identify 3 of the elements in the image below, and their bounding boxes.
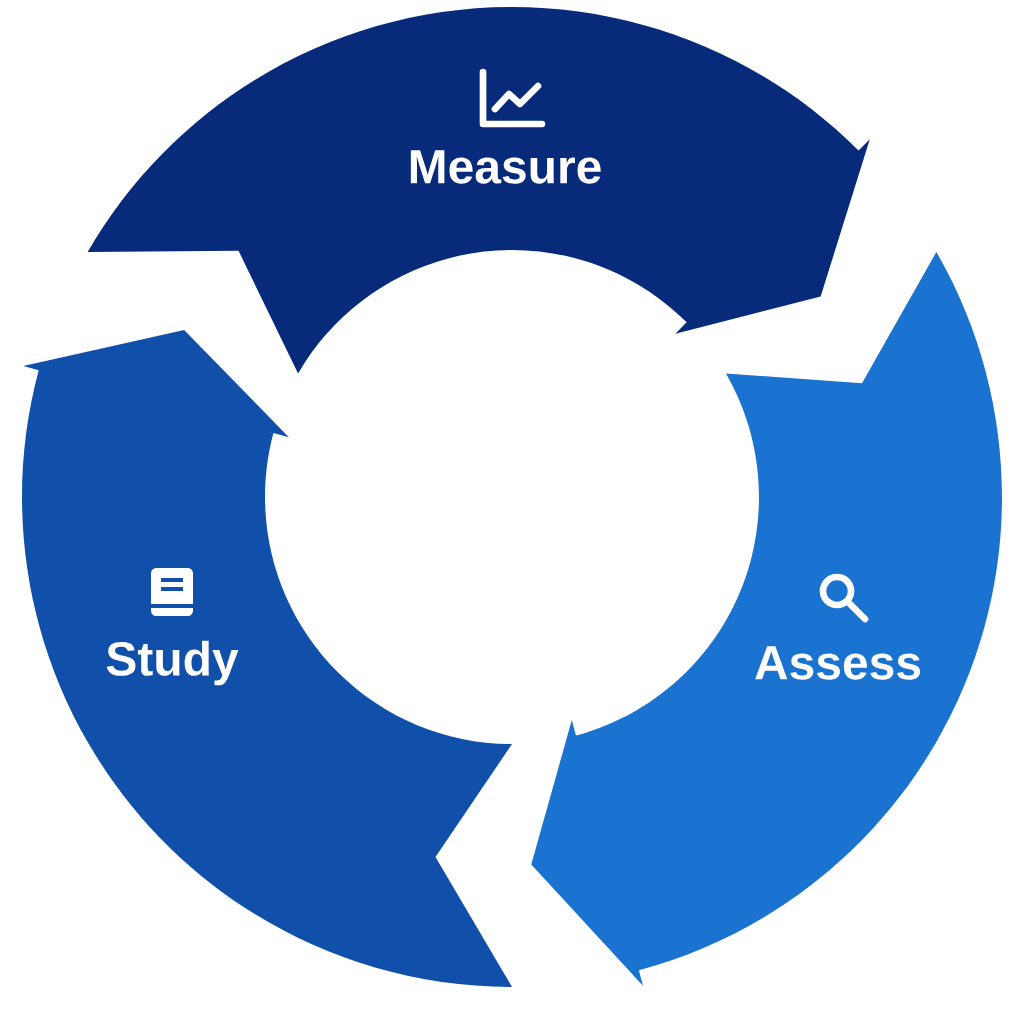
arrow-segment: Study <box>22 329 512 987</box>
arrow-segment: Measure <box>87 7 870 374</box>
arrow-segment: Assess <box>531 252 1002 986</box>
